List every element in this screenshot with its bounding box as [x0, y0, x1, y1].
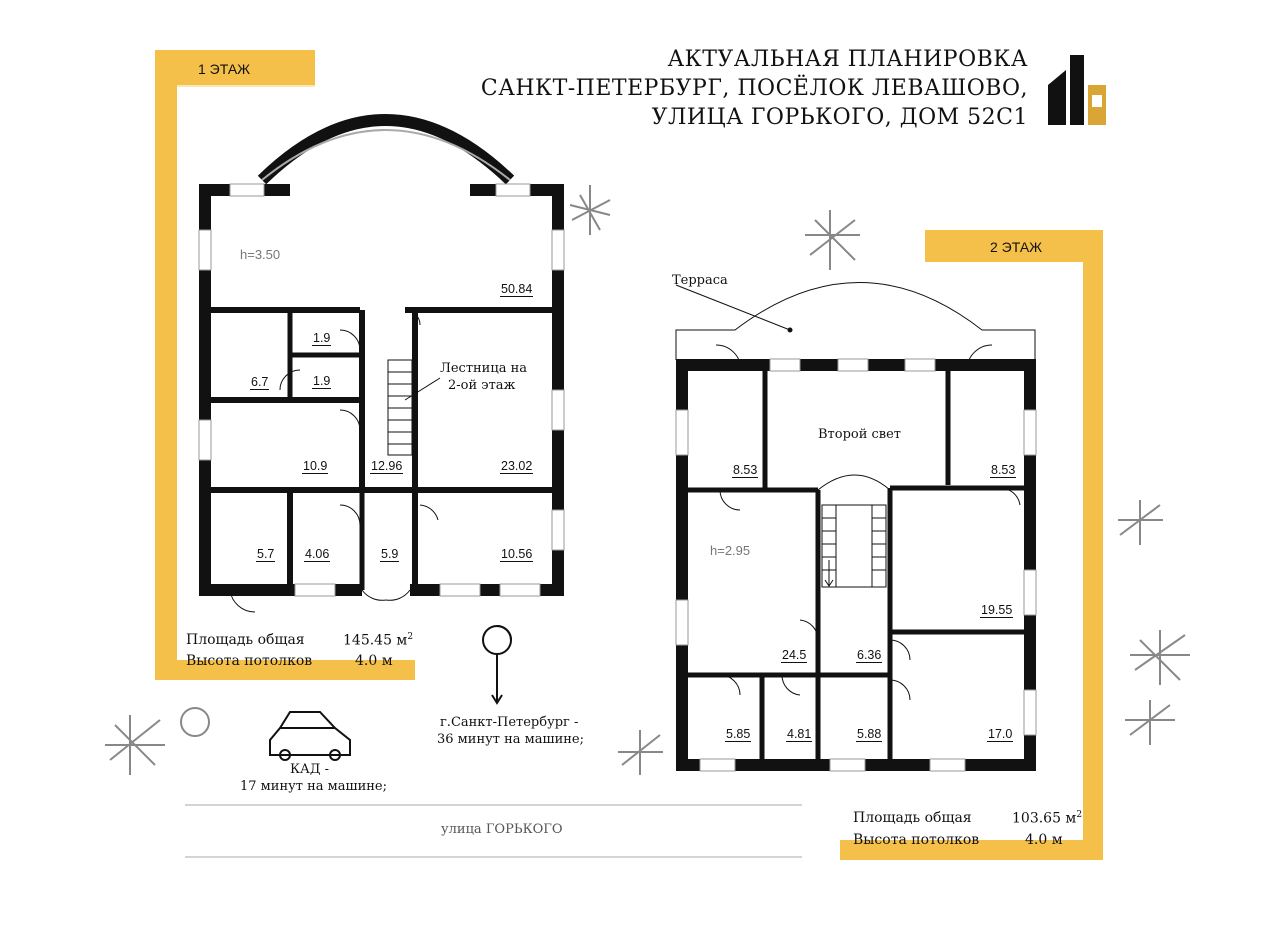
room-area: 1.9	[312, 374, 332, 389]
floor2-plan	[675, 282, 1037, 772]
room-area: 12.96	[370, 459, 404, 474]
room-area: 10.56	[500, 547, 534, 562]
room-area: 24.5	[781, 648, 808, 663]
palm-tree-icon	[105, 185, 1190, 775]
floor2-height-label: Высота потолков	[853, 832, 980, 848]
car-icon	[269, 711, 351, 761]
room-area: 1.9	[312, 331, 332, 346]
header-line-3: УЛИЦА ГОРЬКОГО, ДОМ 52С1	[651, 105, 1028, 130]
floor1-label: 1 ЭТАЖ	[198, 61, 251, 77]
city-distance-line-2: 36 минут на машине;	[437, 732, 584, 747]
floor2-label: 2 ЭТАЖ	[990, 239, 1043, 255]
second-light-label: Второй свет	[818, 427, 902, 442]
room-area: 17.0	[987, 727, 1014, 742]
kad-distance-line-1: КАД -	[290, 762, 329, 777]
building-logo-icon	[1048, 55, 1106, 125]
room-area: 6.36	[856, 648, 883, 663]
room-area: 5.9	[380, 547, 400, 562]
room-area: 5.85	[725, 727, 752, 742]
stairs-label-line-2: 2-ой этаж	[448, 378, 516, 393]
room-area: 8.53	[732, 463, 759, 478]
floor2-ceiling-height: h=2.95	[710, 543, 751, 558]
floor1-height-label: Высота потолков	[186, 653, 313, 669]
floor1-height-value: 4.0 м	[355, 653, 393, 669]
floor2-area-value: 103.65 м2	[1012, 810, 1083, 827]
floor1-ceiling-height: h=3.50	[240, 247, 281, 262]
room-area: 10.9	[302, 459, 329, 474]
street-name: улица ГОРЬКОГО	[441, 822, 563, 837]
floor1-area-label: Площадь общая	[186, 632, 305, 648]
floor2-frame	[840, 230, 1103, 860]
room-area: 8.53	[990, 463, 1017, 478]
room-area: 5.7	[256, 547, 276, 562]
floor1-plan	[198, 114, 565, 613]
room-area: 6.7	[250, 375, 270, 390]
header-line-2: САНКТ-ПЕТЕРБУРГ, ПОСЁЛОК ЛЕВАШОВО,	[480, 76, 1028, 101]
floor1-area-value: 145.45 м2	[343, 632, 414, 649]
room-area: 4.81	[786, 727, 813, 742]
stairs-label-line-1: Лестница на	[440, 361, 528, 376]
room-area: 23.02	[500, 459, 534, 474]
floor2-area-label: Площадь общая	[853, 810, 972, 826]
city-distance-line-1: г.Санкт-Петербург -	[440, 715, 579, 730]
room-area: 19.55	[980, 603, 1014, 618]
terrace-label: Терраса	[672, 273, 728, 288]
floor1-frame	[155, 50, 415, 680]
header-line-1: АКТУАЛЬНАЯ ПЛАНИРОВКА	[667, 47, 1028, 72]
floor2-height-value: 4.0 м	[1025, 832, 1063, 848]
room-area: 5.88	[856, 727, 883, 742]
map-pin-icon	[482, 625, 512, 705]
street-lines	[185, 804, 802, 858]
room-area: 4.06	[304, 547, 331, 562]
room-area: 50.84	[500, 282, 534, 297]
kad-distance-line-2: 17 минут на машине;	[240, 779, 387, 794]
